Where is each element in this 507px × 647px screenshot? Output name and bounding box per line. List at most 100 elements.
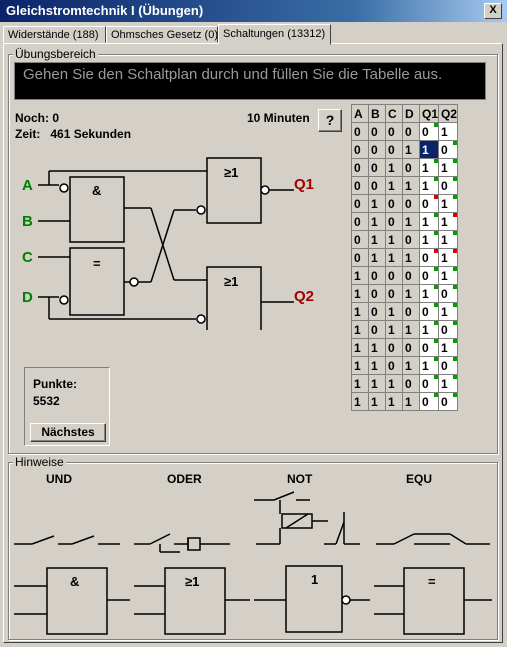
q1-answer-cell[interactable]: 0 — [418, 338, 440, 357]
q2-answer-cell[interactable]: 1 — [438, 302, 459, 321]
input-cell: 1 — [385, 374, 403, 393]
q2-answer-cell[interactable]: 1 — [438, 194, 459, 213]
input-cell: 1 — [351, 302, 369, 321]
truth-table-header-cell: B — [368, 104, 386, 123]
q1-answer-cell[interactable]: 0 — [418, 122, 440, 141]
time-value: 461 Sekunden — [50, 127, 132, 141]
q1-answer-value: 1 — [422, 286, 429, 301]
instruction-display: Gehen Sie den Schaltplan durch und fülle… — [14, 62, 486, 100]
q1-answer-cell[interactable]: 1 — [418, 158, 440, 177]
q1-answer-cell[interactable]: 1 — [418, 356, 440, 375]
correct-marker — [453, 159, 458, 163]
correct-marker — [453, 141, 458, 145]
q2-answer-value: 1 — [441, 340, 448, 355]
input-cell: 1 — [368, 374, 386, 393]
q1-answer-cell[interactable]: 1 — [418, 320, 440, 339]
q2-answer-cell[interactable]: 0 — [438, 176, 459, 195]
input-cell: 1 — [351, 374, 369, 393]
input-cell: 0 — [368, 140, 386, 159]
oder-gate-icon — [164, 567, 226, 635]
input-cell: 1 — [368, 338, 386, 357]
tab-ohmsches-gesetz[interactable]: Ohmsches Gesetz (0) — [106, 26, 218, 43]
tab-schaltungen[interactable]: Schaltungen (13312) — [218, 24, 331, 45]
q2-answer-cell[interactable]: 1 — [438, 248, 459, 267]
input-cell: 0 — [385, 338, 403, 357]
q1-answer-cell[interactable]: 0 — [418, 194, 440, 213]
input-cell: 0 — [385, 194, 403, 213]
q1-answer-cell[interactable]: 0 — [418, 392, 440, 411]
correct-marker — [453, 321, 458, 325]
time-limit: 10 Minuten — [247, 111, 310, 125]
q2-answer-value: 0 — [441, 358, 448, 373]
q1-answer-value: 0 — [422, 376, 429, 391]
input-cell: 0 — [351, 212, 369, 231]
input-cell: 1 — [385, 302, 403, 321]
input-label-d: D — [22, 289, 33, 306]
q2-answer-cell[interactable]: 0 — [438, 140, 459, 159]
input-cell: 1 — [385, 320, 403, 339]
correct-marker — [453, 231, 458, 235]
q1-answer-cell[interactable]: 1 — [418, 284, 440, 303]
input-cell: 0 — [368, 158, 386, 177]
correct-marker — [453, 177, 458, 181]
input-cell: 0 — [385, 140, 403, 159]
tab-widerstaende[interactable]: Widerstände (188) — [3, 26, 106, 43]
q1-answer-cell[interactable]: 0 — [418, 266, 440, 285]
truth-table-header-cell: D — [402, 104, 420, 123]
input-cell: 0 — [385, 356, 403, 375]
input-cell: 0 — [368, 176, 386, 195]
input-cell: 0 — [402, 302, 420, 321]
q1-answer-value: 1 — [422, 232, 429, 247]
q2-answer-cell[interactable]: 1 — [438, 212, 459, 231]
input-label-c: C — [22, 249, 33, 266]
q2-answer-cell[interactable]: 0 — [438, 284, 459, 303]
q1-answer-cell[interactable]: 0 — [418, 374, 440, 393]
q1-answer-cell[interactable]: 1 — [418, 140, 440, 159]
close-button[interactable]: X — [484, 3, 502, 19]
q2-answer-cell[interactable]: 0 — [438, 392, 459, 411]
input-cell: 1 — [402, 320, 420, 339]
next-button[interactable]: Nächstes — [30, 423, 106, 442]
input-cell: 1 — [385, 230, 403, 249]
q1-answer-value: 1 — [422, 358, 429, 373]
exercise-legend: Übungsbereich — [13, 47, 98, 61]
q2-answer-cell[interactable]: 1 — [438, 122, 459, 141]
q2-answer-value: 1 — [441, 232, 448, 247]
hint-diagrams: & ≥1 1 = — [14, 491, 492, 635]
q1-answer-value: 0 — [422, 196, 429, 211]
input-cell: 0 — [368, 320, 386, 339]
und-gate-icon — [46, 567, 108, 635]
help-button[interactable]: ? — [318, 109, 342, 132]
q1-answer-cell[interactable]: 0 — [418, 248, 440, 267]
q2-answer-cell[interactable]: 1 — [438, 266, 459, 285]
hint-label-und: UND — [46, 472, 72, 486]
q1-answer-cell[interactable]: 0 — [418, 302, 440, 321]
q2-answer-cell[interactable]: 1 — [438, 338, 459, 357]
q2-answer-cell[interactable]: 1 — [438, 230, 459, 249]
input-cell: 0 — [368, 122, 386, 141]
q1-answer-cell[interactable]: 1 — [418, 176, 440, 195]
equ-gate-icon — [403, 567, 465, 635]
q2-answer-cell[interactable]: 1 — [438, 158, 459, 177]
points-value: 5532 — [33, 394, 60, 408]
q1-answer-cell[interactable]: 1 — [418, 212, 440, 231]
oder-switch-icon — [134, 533, 230, 553]
q2-answer-cell[interactable]: 1 — [438, 374, 459, 393]
circuit-diagram: A B C D Q1 Q2 & = ≥1 ≥1 — [22, 157, 314, 330]
q2-answer-cell[interactable]: 0 — [438, 320, 459, 339]
input-cell: 0 — [402, 230, 420, 249]
q2-answer-cell[interactable]: 0 — [438, 356, 459, 375]
q1-answer-cell[interactable]: 1 — [418, 230, 440, 249]
equ-gate-symbol: = — [428, 574, 436, 589]
input-cell: 1 — [402, 356, 420, 375]
q2-answer-value: 1 — [441, 250, 448, 265]
correct-marker — [434, 123, 439, 127]
input-cell: 1 — [368, 212, 386, 231]
